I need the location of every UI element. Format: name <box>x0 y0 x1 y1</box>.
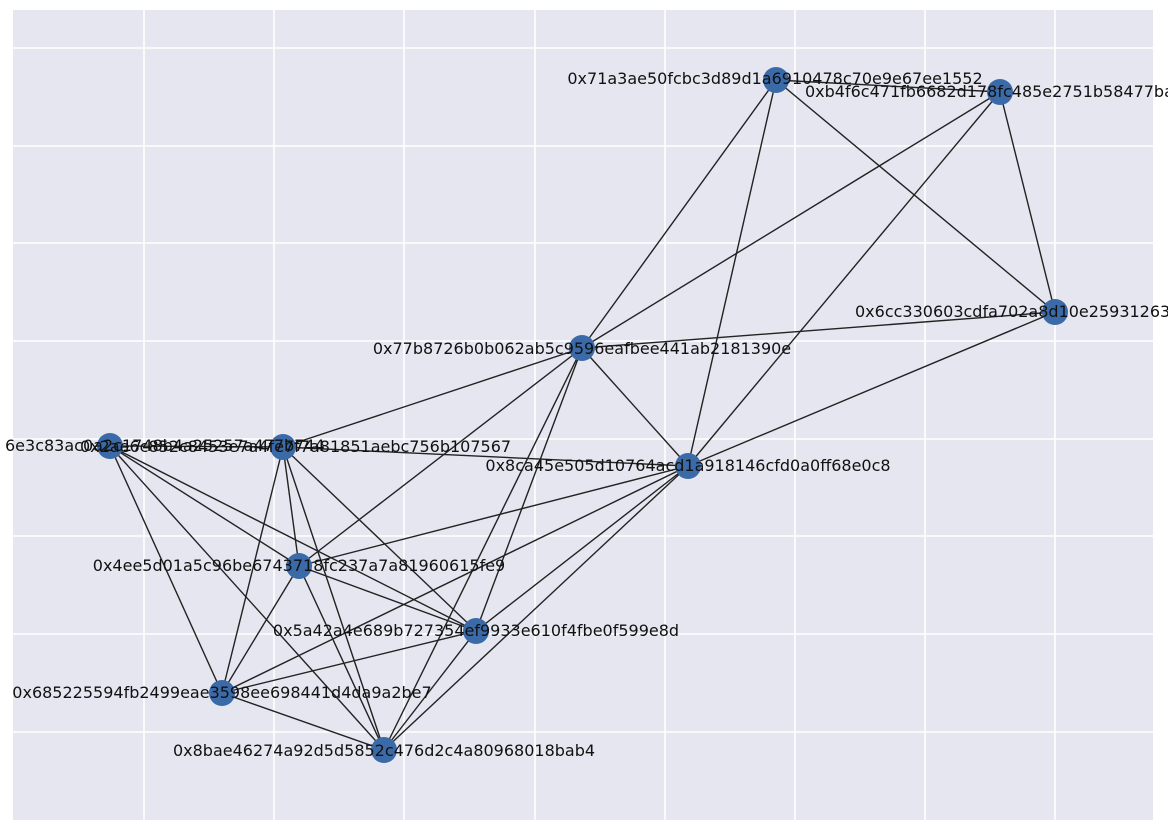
edge-n7-n9 <box>475 465 689 632</box>
edge-n4-n7 <box>581 347 689 467</box>
node-label-n11: 0x8bae46274a92d5d5852c476d2c4a80968018ba… <box>173 741 595 760</box>
grid-lines <box>13 10 1153 820</box>
node-label-n4: 0x77b8726b0b062ab5c9596eafbee441ab218139… <box>373 339 791 358</box>
node-layer <box>97 67 1068 763</box>
edge-n2-n3 <box>999 91 1056 313</box>
node-n6 <box>270 434 296 460</box>
edge-n5-n6 <box>109 445 284 448</box>
edge-n7-n8 <box>298 465 689 567</box>
edge-n1-n7 <box>687 79 777 467</box>
edge-n5-n8 <box>109 445 300 567</box>
node-label-n9: 0x5a42a4e689b727354ef9933e610f4fbe0f599e… <box>273 621 679 640</box>
edge-n5-n11 <box>109 445 385 751</box>
edge-n10-n11 <box>221 692 385 751</box>
edge-n1-n4 <box>581 79 777 349</box>
node-label-n8: 0x4ee5d01a5c96be6743718fc237a7a81960615f… <box>93 556 505 575</box>
edge-n7-n11 <box>383 465 689 751</box>
node-n1 <box>763 67 789 93</box>
edge-layer <box>109 79 1056 751</box>
edge-n5-n10 <box>109 445 223 694</box>
edge-n4-n6 <box>282 347 583 448</box>
node-label-n3: 0x6cc330603cdfa702a8d10e25931263 <box>855 302 1168 321</box>
node-label-n5: 6e3c83ac0a2c1748b4a25257a477b744 <box>5 436 325 455</box>
node-label-n6: 0x2ae6c852c8453e7a4fe7f7a81851aebc756b10… <box>80 437 511 456</box>
edge-n7-n10 <box>221 465 689 694</box>
node-label-n10: 0x685225594fb2499eae3598ee698441d4da9a2b… <box>12 683 431 702</box>
edge-n6-n9 <box>282 446 477 632</box>
node-n3 <box>1042 299 1068 325</box>
label-layer: 0x71a3ae50fcbc3d89d1a6910478c70e9e67ee15… <box>5 69 1168 760</box>
edge-n9-n10 <box>221 630 477 694</box>
node-n8 <box>286 553 312 579</box>
edge-n8-n11 <box>298 565 385 751</box>
node-label-n1: 0x71a3ae50fcbc3d89d1a6910478c70e9e67ee15… <box>567 69 982 88</box>
edge-n3-n7 <box>687 311 1056 467</box>
node-n10 <box>209 680 235 706</box>
node-label-n7: 0x8ca45e505d10764acd1a918146cfd0a0ff68e0… <box>485 456 890 475</box>
edge-n1-n3 <box>775 79 1056 313</box>
edge-n6-n8 <box>282 446 300 567</box>
edge-n9-n11 <box>383 630 477 751</box>
edge-n2-n4 <box>581 91 1001 349</box>
edge-n6-n7 <box>282 446 689 467</box>
node-n7 <box>675 453 701 479</box>
edge-n6-n11 <box>282 446 385 751</box>
edge-n8-n10 <box>221 565 300 694</box>
edge-n6-n10 <box>221 446 284 694</box>
plot-background <box>13 10 1153 820</box>
edge-n2-n7 <box>687 91 1001 467</box>
edge-n4-n8 <box>298 347 583 567</box>
edge-n4-n11 <box>383 347 583 751</box>
node-n9 <box>463 618 489 644</box>
edge-n5-n9 <box>109 445 477 632</box>
node-n2 <box>987 79 1013 105</box>
node-n11 <box>371 737 397 763</box>
edge-n4-n9 <box>475 347 583 632</box>
node-n5 <box>97 433 123 459</box>
edge-n8-n9 <box>298 565 477 632</box>
edge-n1-n2 <box>775 79 1001 93</box>
node-label-n2: 0xb4f6c471fb6682d178fc485e2751b58477ba <box>805 82 1168 101</box>
node-n4 <box>569 335 595 361</box>
edge-n3-n4 <box>581 311 1056 349</box>
